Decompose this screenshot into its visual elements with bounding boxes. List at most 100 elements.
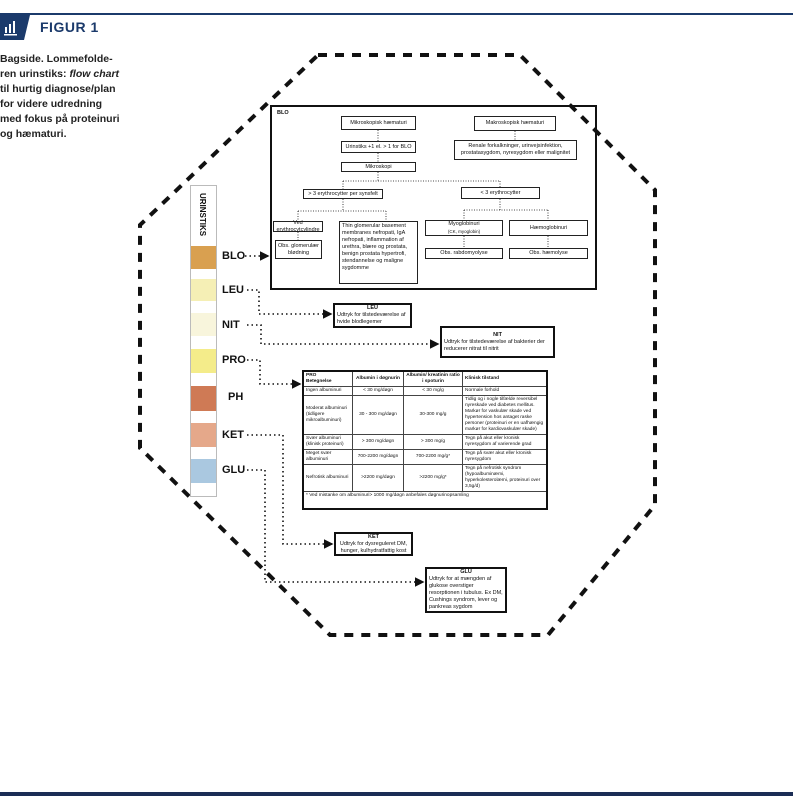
pad-ph bbox=[191, 386, 216, 411]
table-cell: Meget svær albuminuri bbox=[302, 449, 353, 465]
box-over3: > 3 erythrocytter per synsfelt bbox=[303, 189, 383, 199]
glu-connector bbox=[247, 469, 425, 587]
label-ket: KET bbox=[222, 429, 244, 441]
pad-nit bbox=[191, 313, 216, 336]
table-row: Nefrotisk albuminuri>2200 mg/døgn>2200 m… bbox=[302, 464, 548, 492]
table-cell: > 300 mg/døgn bbox=[352, 434, 404, 450]
blo-flow-lines bbox=[297, 130, 549, 248]
myo-label: Myoglobinuri bbox=[448, 221, 480, 227]
caption-text: Bagside. Lommefolde-ren urinstiks: bbox=[0, 53, 113, 80]
table-cell: Ingen albuminuri bbox=[302, 386, 353, 396]
label-leu: LEU bbox=[222, 284, 244, 296]
box-haemolyse: Obs. hæmolyse bbox=[509, 248, 588, 259]
box-rabdo: Obs. rabdomyolyse bbox=[425, 248, 503, 259]
label-ph: PH bbox=[228, 391, 244, 403]
nit-text: Udtryk for tilstedeværelse af bakterier … bbox=[444, 338, 545, 352]
pad-blo bbox=[191, 246, 216, 269]
header-rule bbox=[0, 13, 793, 15]
box-mikro: Mikroskopisk hæmaturi bbox=[341, 116, 416, 130]
nit-title: NIT bbox=[493, 331, 502, 338]
table-cell: Tegn på akut eller kronisk nyresygdom af… bbox=[462, 434, 548, 450]
table-cell: Nefrotisk albuminuri bbox=[302, 464, 353, 492]
table-cell: < 30 mg/g bbox=[403, 386, 463, 396]
nit-connector bbox=[247, 324, 440, 349]
pad-pro bbox=[191, 349, 216, 373]
table-cell: Tegn på nefrotisk syndrom (hypoalbuminæm… bbox=[462, 464, 548, 492]
pad-leu bbox=[191, 279, 216, 301]
table-cell: < 30 mg/døgn bbox=[352, 386, 404, 396]
leu-connector bbox=[247, 289, 333, 319]
table-cell: 30 - 300 mg/døgn bbox=[352, 395, 404, 435]
glu-title: GLU bbox=[460, 569, 472, 575]
box-thin: Thin glomerular basement membranes nefro… bbox=[339, 221, 418, 284]
strip-title: URINSTIKS bbox=[198, 193, 207, 237]
label-pro: PRO bbox=[222, 354, 246, 366]
caption-italic: flow chart bbox=[69, 68, 120, 80]
blo-title: BLO bbox=[277, 110, 289, 116]
table-cell: > 300 mg/g bbox=[403, 434, 463, 450]
footer-rule bbox=[0, 792, 793, 796]
figure-tab bbox=[0, 15, 30, 40]
box-mikroskopi: Mikroskopi bbox=[341, 162, 416, 172]
caption-text-end: til hurtig diagnose/plan for videre udre… bbox=[0, 83, 120, 140]
box-myo: Myoglobinuri (CK, myoglobin) bbox=[425, 220, 503, 236]
box-under3: < 3 erythrocytter bbox=[461, 187, 540, 199]
figure-title: FIGUR 1 bbox=[40, 19, 99, 35]
bar-chart-icon bbox=[4, 21, 17, 36]
label-nit: NIT bbox=[222, 319, 240, 331]
glu-text: Udtryk for at mængden af glukose oversti… bbox=[429, 576, 503, 610]
table-cell: Svær albuminuri (klinisk proteinuri) bbox=[302, 434, 353, 450]
table-cell: Normale forhold bbox=[462, 386, 548, 396]
table-cell: >2200 mg/g* bbox=[403, 464, 463, 492]
col-header: Albumin/ kreatinin ratio i spoturin bbox=[406, 373, 460, 384]
col-header: Albumin i døgnurin bbox=[356, 376, 400, 381]
ket-connector bbox=[247, 434, 334, 549]
table-cell: 700-2200 mg/døgn bbox=[352, 449, 404, 465]
table-cell: Albumin/ kreatinin ratio i spoturin bbox=[403, 370, 463, 387]
leu-title: LEU bbox=[367, 305, 378, 311]
table-cell: Klinisk tilstand bbox=[462, 370, 548, 387]
pro-title: PRO bbox=[306, 373, 317, 378]
box-renale: Renale forkalkninger, urinvejsinfektion,… bbox=[454, 140, 577, 160]
table-cell: 700-2200 mg/g* bbox=[403, 449, 463, 465]
box-glomerular: Obs. glomerulær blødning bbox=[275, 240, 322, 259]
ket-text: Udtryk for dysreguleret DM, hunger, kulh… bbox=[339, 540, 408, 554]
leu-text: Udtryk for tilstedeværelse af hvide blod… bbox=[337, 312, 406, 325]
urinstiks-strip bbox=[190, 185, 217, 497]
pro-connector bbox=[247, 359, 302, 389]
blo-panel: BLO bbox=[270, 105, 597, 290]
pad-ket bbox=[191, 423, 216, 447]
table-cell: 30-300 mg/g bbox=[403, 395, 463, 435]
label-blo: BLO bbox=[222, 250, 246, 262]
pad-glu bbox=[191, 459, 216, 483]
box-haemo: Hæmoglobinuri bbox=[509, 220, 588, 236]
box-urinstiks: Urinstiks +1 el. > 1 for BLO bbox=[341, 141, 416, 153]
table-row: Svær albuminuri (klinisk proteinuri)> 30… bbox=[302, 434, 548, 450]
box-cylindre: Ved erythrocytcylindre bbox=[273, 220, 323, 233]
table-cell: Tegn på svær akut eller kronisk nyresygd… bbox=[462, 449, 548, 465]
col-header: Klinisk tilstand bbox=[465, 376, 500, 381]
col-header: Betegnelse bbox=[306, 379, 332, 384]
box-makro: Makroskopisk hæmaturi bbox=[474, 116, 556, 131]
table-cell: * Ved mistanke om albuminuri> 1000 mg/dø… bbox=[302, 491, 548, 510]
ket-title: KET bbox=[368, 533, 379, 540]
table-cell: Tidlig og i nogle tilfælde reversibel ny… bbox=[462, 395, 548, 435]
myo-sub: (CK, myoglobin) bbox=[447, 229, 481, 234]
figure-caption: Bagside. Lommefolde-ren urinstiks: flow … bbox=[0, 52, 125, 142]
label-glu: GLU bbox=[222, 464, 246, 476]
table-cell: Moderat albuminuri (tidligere mikroalbum… bbox=[302, 395, 353, 435]
table-cell: Albumin i døgnurin bbox=[352, 370, 404, 387]
table-footnote: * Ved mistanke om albuminuri> 1000 mg/dø… bbox=[302, 491, 548, 510]
table-row: Moderat albuminuri (tidligere mikroalbum… bbox=[302, 395, 548, 435]
table-cell: >2200 mg/døgn bbox=[352, 464, 404, 492]
